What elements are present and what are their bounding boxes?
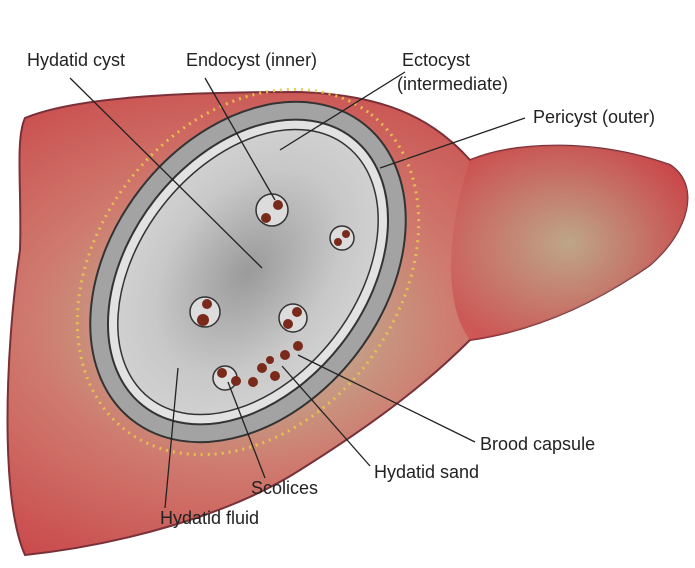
label-hydatid-cyst: Hydatid cyst bbox=[27, 50, 126, 70]
liver-right-lobe-shading bbox=[451, 145, 688, 340]
label-scolices: Scolices bbox=[251, 478, 319, 498]
label-ectocyst-sub: (intermediate) bbox=[397, 74, 509, 94]
label-hydatid-sand: Hydatid sand bbox=[374, 462, 480, 482]
leader-lines bbox=[69, 71, 526, 509]
label-endocyst: Endocyst (inner) bbox=[186, 50, 318, 70]
label-hydatid-fluid: Hydatid fluid bbox=[160, 508, 260, 528]
scolices bbox=[197, 200, 350, 387]
label-pericyst: Pericyst (outer) bbox=[533, 107, 656, 127]
label-brood-capsule: Brood capsule bbox=[480, 434, 596, 454]
label-ectocyst: Ectocyst bbox=[402, 50, 471, 70]
hydatid-fluid bbox=[117, 128, 379, 416]
